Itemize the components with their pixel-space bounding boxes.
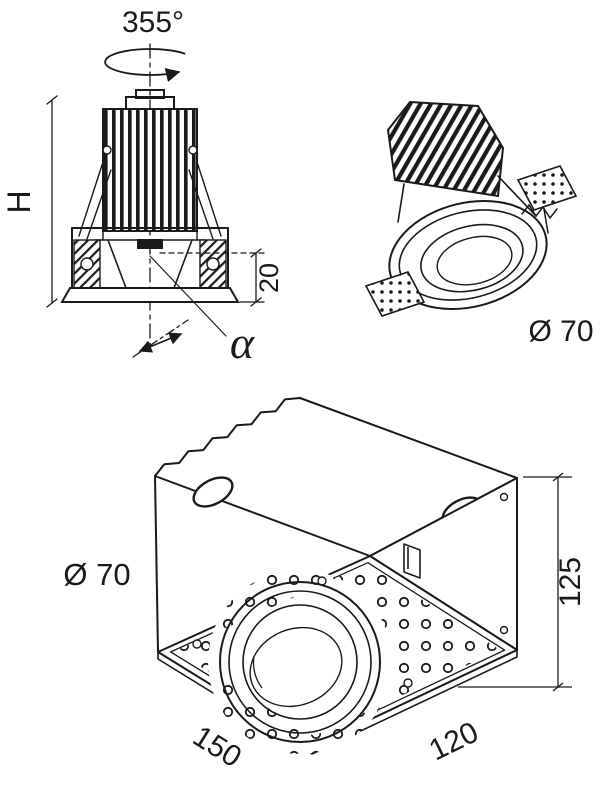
housing-height-label: 125 bbox=[554, 557, 587, 607]
tilt-angle-label: α bbox=[230, 317, 255, 368]
tilt-double-arrow bbox=[138, 332, 183, 353]
mounting-slot bbox=[403, 543, 421, 579]
module-diameter-label: Ø 70 bbox=[528, 315, 593, 348]
trim-plate-thickness bbox=[157, 650, 518, 755]
module-3d-view: Ø 70 bbox=[364, 100, 594, 348]
module-heatsink bbox=[386, 100, 505, 198]
front-view: 355° bbox=[1, 6, 284, 368]
trim-plate bbox=[157, 555, 518, 755]
recess-depth-label: 20 bbox=[254, 263, 284, 293]
height-label: H bbox=[1, 190, 37, 213]
alpha-leader-line bbox=[149, 255, 227, 337]
mounting-tab-left bbox=[364, 271, 426, 317]
perforations bbox=[175, 564, 500, 754]
height-dimension-125 bbox=[458, 472, 572, 692]
heatsink bbox=[102, 89, 198, 241]
led-module bbox=[137, 239, 163, 249]
trim-screw-2 bbox=[192, 639, 202, 649]
mounting-tab-right bbox=[516, 165, 578, 211]
recess-depth-dimension bbox=[159, 248, 265, 307]
reflector-cone bbox=[107, 239, 193, 289]
cable-entry-hole-left bbox=[192, 476, 234, 508]
housing-screw-bottom bbox=[499, 625, 509, 635]
housing-left-edge bbox=[154, 475, 159, 653]
housing-top-face bbox=[154, 397, 518, 557]
module-body bbox=[397, 175, 537, 223]
tab-spring bbox=[521, 203, 558, 234]
housing-screw-top bbox=[499, 492, 509, 502]
housing-width-label: 120 bbox=[424, 716, 483, 768]
housing-3d-view: Ø 70 125 150 120 bbox=[63, 397, 587, 774]
trim-screw-3 bbox=[403, 678, 413, 688]
mounting-frame bbox=[60, 227, 240, 303]
height-dimension bbox=[46, 95, 58, 308]
lens bbox=[219, 581, 381, 743]
tilt-annotation bbox=[132, 255, 227, 358]
trim-ring bbox=[388, 199, 548, 311]
rotation-angle-label: 355° bbox=[122, 6, 184, 39]
rotation-arrow bbox=[104, 48, 186, 83]
cutout-diameter-label: Ø 70 bbox=[63, 557, 130, 592]
